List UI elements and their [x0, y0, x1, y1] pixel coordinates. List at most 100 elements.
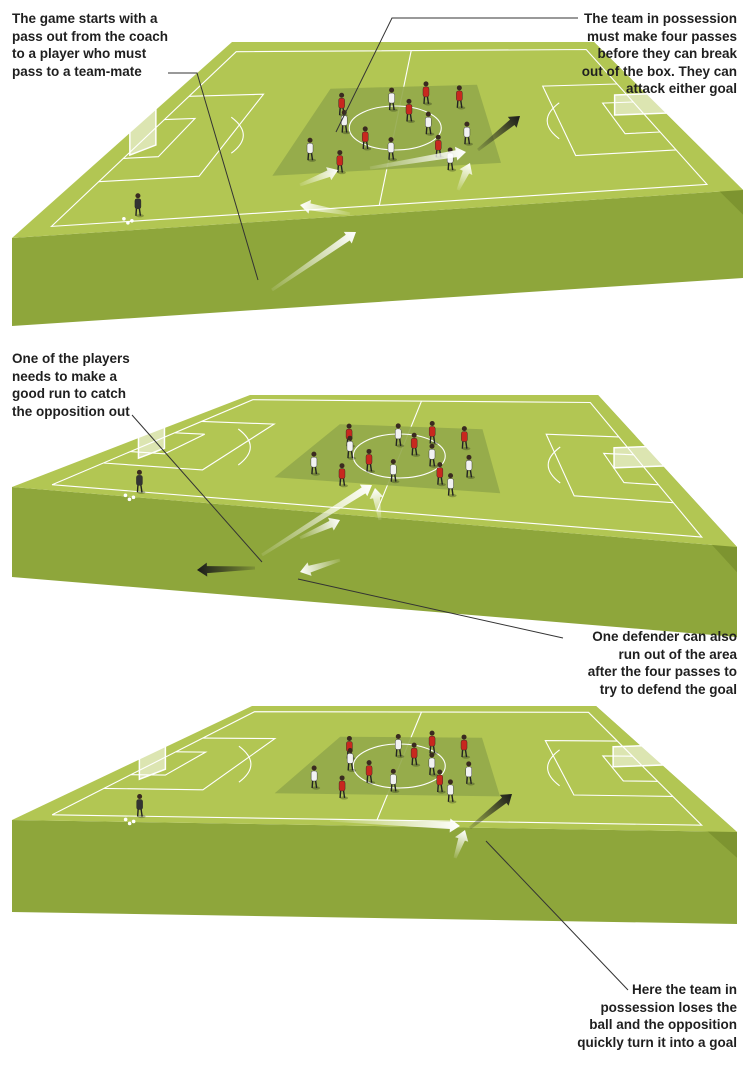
callout-line: attack either goal — [625, 81, 737, 96]
leader-line-c2 — [335, 17, 578, 133]
player-icon — [410, 742, 421, 767]
callout-line: quickly turn it into a goal — [577, 1034, 737, 1050]
touchline — [51, 711, 704, 826]
dribble-arrow-icon — [456, 162, 473, 191]
callout-line: after the four passes to — [587, 664, 737, 679]
callout-line: must make four passes — [586, 28, 737, 44]
leader-line-c4 — [297, 578, 564, 639]
pass-arrow-icon — [261, 484, 373, 557]
penalty-box-left — [103, 737, 277, 791]
player-icon — [338, 775, 349, 800]
player-icon — [388, 87, 398, 112]
player-icon — [395, 423, 405, 448]
penalty-arc-left — [237, 428, 251, 466]
pass-arrow-icon — [299, 167, 339, 187]
player-icon — [346, 747, 357, 773]
penalty-arc-left — [238, 745, 252, 783]
coach-icon — [136, 469, 146, 494]
pass-arrow-icon — [369, 146, 467, 170]
penalty-box-left — [98, 93, 265, 183]
goal-icon — [137, 403, 166, 460]
cone-icon — [131, 819, 136, 824]
player-icon — [390, 768, 400, 794]
callout-coach-pass: The game starts with a pass out from the … — [12, 10, 168, 80]
callout-line: One of the players — [12, 351, 130, 366]
callout-line: the opposition out — [12, 403, 130, 419]
callout-line: run out of the area — [618, 646, 737, 662]
pitch-front-face — [12, 487, 737, 637]
dribble-arrow-icon — [453, 829, 469, 859]
callout-line: possession loses the — [600, 999, 737, 1015]
leader-line-c1 — [168, 72, 259, 281]
player-icon — [436, 462, 446, 487]
pass-arrow-icon — [369, 487, 384, 521]
pitch-front-face — [12, 190, 743, 326]
goal-icon — [613, 445, 671, 469]
pass-arrow-icon — [329, 818, 460, 833]
callout-line: to a player who must — [12, 46, 147, 61]
penalty-arc-right — [547, 446, 561, 484]
dribble-arrow-icon — [300, 558, 341, 576]
player-icon — [395, 734, 405, 759]
player-icon — [463, 121, 473, 146]
player-icon — [422, 81, 432, 106]
player-icon — [465, 761, 475, 786]
callout-line: Here the team in — [631, 982, 737, 997]
player-icon — [306, 137, 317, 162]
penalty-arc-left — [230, 116, 244, 154]
penalty-arc-right — [547, 749, 560, 787]
player-icon — [465, 454, 475, 479]
cone-icon — [131, 495, 136, 500]
player-icon — [365, 448, 376, 474]
player-icon — [447, 473, 457, 498]
penalty-arc-right — [546, 102, 560, 140]
player-icon — [346, 435, 356, 460]
pitch-2 — [12, 395, 737, 637]
player-icon — [310, 765, 321, 790]
coach-icon — [134, 193, 144, 218]
callout-line: try to defend the goal — [599, 681, 737, 697]
callout-line: before they can break — [597, 46, 737, 61]
player-icon — [461, 426, 471, 451]
player-icon — [405, 98, 415, 124]
callout-defender-out: One defender can also run out of the area… — [588, 628, 737, 698]
pass-arrow-icon — [196, 562, 256, 577]
pass-arrow-icon — [299, 517, 341, 540]
penalty-box-left — [103, 420, 276, 471]
player-icon — [436, 769, 446, 794]
cone-icon — [123, 817, 128, 822]
callout-line: The game starts with a — [12, 11, 158, 26]
player-icon — [336, 150, 346, 175]
cone-icon — [122, 216, 126, 221]
callout-line: pass out from the coach — [12, 28, 169, 44]
pitch-3 — [12, 706, 737, 924]
pass-arrow-icon — [469, 793, 513, 830]
leader-line-c3 — [131, 414, 263, 563]
touchline — [51, 399, 704, 538]
callout-line: The team in possession — [583, 11, 737, 26]
player-icon — [310, 451, 320, 476]
callout-line: pass to a team-mate — [12, 63, 142, 79]
cone-icon — [130, 218, 134, 223]
touchline — [50, 48, 709, 228]
player-icon — [428, 443, 438, 468]
player-icon — [387, 137, 397, 162]
goal-icon — [138, 724, 167, 781]
player-icon — [425, 111, 435, 136]
six-yard-left — [123, 117, 197, 159]
callout-line: One defender can also — [592, 629, 737, 644]
player-icon — [365, 760, 376, 785]
cone-icon — [127, 821, 132, 826]
goal-icon — [129, 100, 157, 157]
callout-line: needs to make a — [12, 368, 118, 384]
pass-arrow-icon — [300, 199, 351, 216]
leader-lines — [131, 17, 629, 991]
leader-line-c5 — [485, 840, 629, 991]
player-icon — [362, 126, 372, 151]
cone-icon — [123, 493, 128, 498]
cone-icon — [127, 497, 132, 502]
player-icon — [447, 779, 457, 804]
player-icon — [410, 432, 421, 457]
